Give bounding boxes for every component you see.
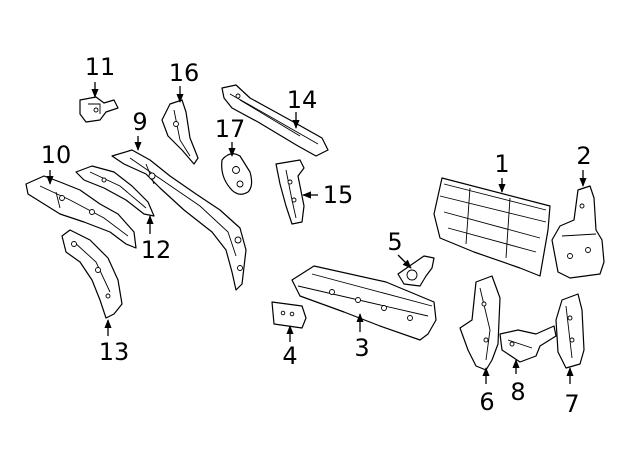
callout-12: 12 — [141, 236, 172, 264]
callout-10: 10 — [41, 141, 72, 169]
callout-7: 7 — [564, 390, 579, 418]
part-11-bracket — [79, 96, 119, 123]
callout-15: 15 — [323, 181, 354, 209]
part-3-crossmember — [291, 265, 437, 341]
part-7-panel — [555, 293, 585, 369]
callout-17: 17 — [215, 115, 246, 143]
callout-4: 4 — [282, 342, 297, 370]
part-13-wheelhouse — [61, 229, 123, 319]
part-12-reinforcement — [75, 165, 155, 217]
part-9-pillar — [111, 149, 247, 291]
callout-1: 1 — [494, 150, 509, 178]
part-15-pillar — [275, 159, 305, 225]
callout-6: 6 — [479, 388, 494, 416]
callout-3: 3 — [354, 334, 369, 362]
part-6-pillar — [459, 275, 501, 371]
part-4-bracket — [271, 301, 307, 329]
callout-2: 2 — [576, 142, 591, 170]
part-2-bracket — [551, 185, 605, 279]
callout-9: 9 — [132, 108, 147, 136]
part-1-back-panel — [433, 177, 551, 277]
leader-5 — [397, 254, 412, 269]
callout-8: 8 — [510, 378, 525, 406]
part-16-bracket — [161, 99, 199, 165]
part-14-rail — [221, 84, 329, 157]
callout-13: 13 — [99, 338, 130, 366]
callout-14: 14 — [287, 86, 318, 114]
part-5-plate — [397, 255, 435, 287]
part-17-plate — [221, 153, 253, 195]
part-8-bracket — [499, 325, 557, 363]
callout-16: 16 — [169, 59, 200, 87]
callout-5: 5 — [387, 228, 402, 256]
part-10-panel — [25, 175, 137, 249]
callout-11: 11 — [85, 53, 116, 81]
